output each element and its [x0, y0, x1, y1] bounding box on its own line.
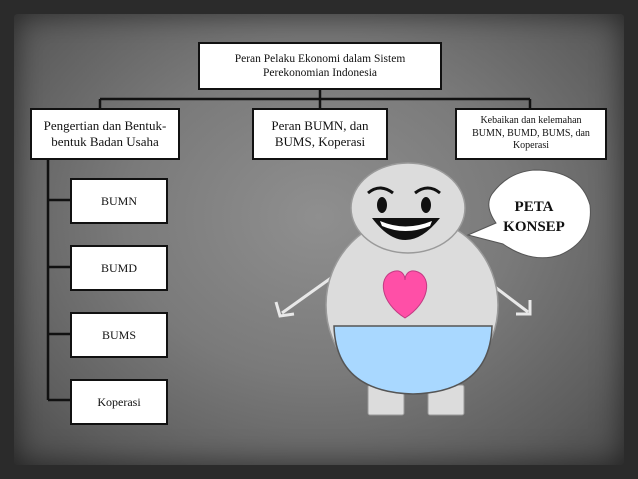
root-node: Peran Pelaku Ekonomi dalam Sistem Pereko…: [198, 42, 442, 90]
sub-node-koperasi-label: Koperasi: [97, 394, 141, 409]
speech-bubble-text: PETA KONSEP: [503, 199, 565, 235]
left-eyebrow-icon: [367, 186, 394, 195]
heart-icon: [382, 270, 428, 319]
branch-node-2: Peran BUMN, dan BUMS, Koperasi: [252, 108, 388, 160]
belly-icon: [333, 325, 493, 395]
sub-node-koperasi: Koperasi: [70, 379, 168, 425]
branch-node-2-label: Peran BUMN, dan BUMS, Koperasi: [271, 117, 369, 149]
branch-node-1: Pengertian dan Bentuk-bentuk Badan Usaha: [30, 108, 180, 160]
root-node-label: Peran Pelaku Ekonomi dalam Sistem Pereko…: [234, 52, 406, 79]
sub-node-bumd-label: BUMD: [100, 260, 137, 275]
head-icon: [350, 162, 466, 254]
teeth-icon: [380, 221, 432, 231]
speech-bubble-icon: [466, 169, 591, 259]
right-eyebrow-icon: [414, 186, 441, 195]
sub-node-bumd: BUMD: [70, 245, 168, 291]
sub-node-bumn: BUMN: [70, 178, 168, 224]
branch-node-3: Kebaikan dan kelemahan BUMN, BUMD, BUMS,…: [455, 108, 607, 160]
sub-node-bumn-label: BUMN: [100, 193, 137, 208]
branch-node-3-label: Kebaikan dan kelemahan BUMN, BUMD, BUMS,…: [472, 115, 590, 152]
sub-node-bums: BUMS: [70, 312, 168, 358]
sub-node-bums-label: BUMS: [101, 327, 136, 342]
left-eye-icon: [377, 197, 387, 213]
branch-node-1-label: Pengertian dan Bentuk-bentuk Badan Usaha: [43, 117, 167, 149]
right-eye-icon: [421, 197, 431, 213]
